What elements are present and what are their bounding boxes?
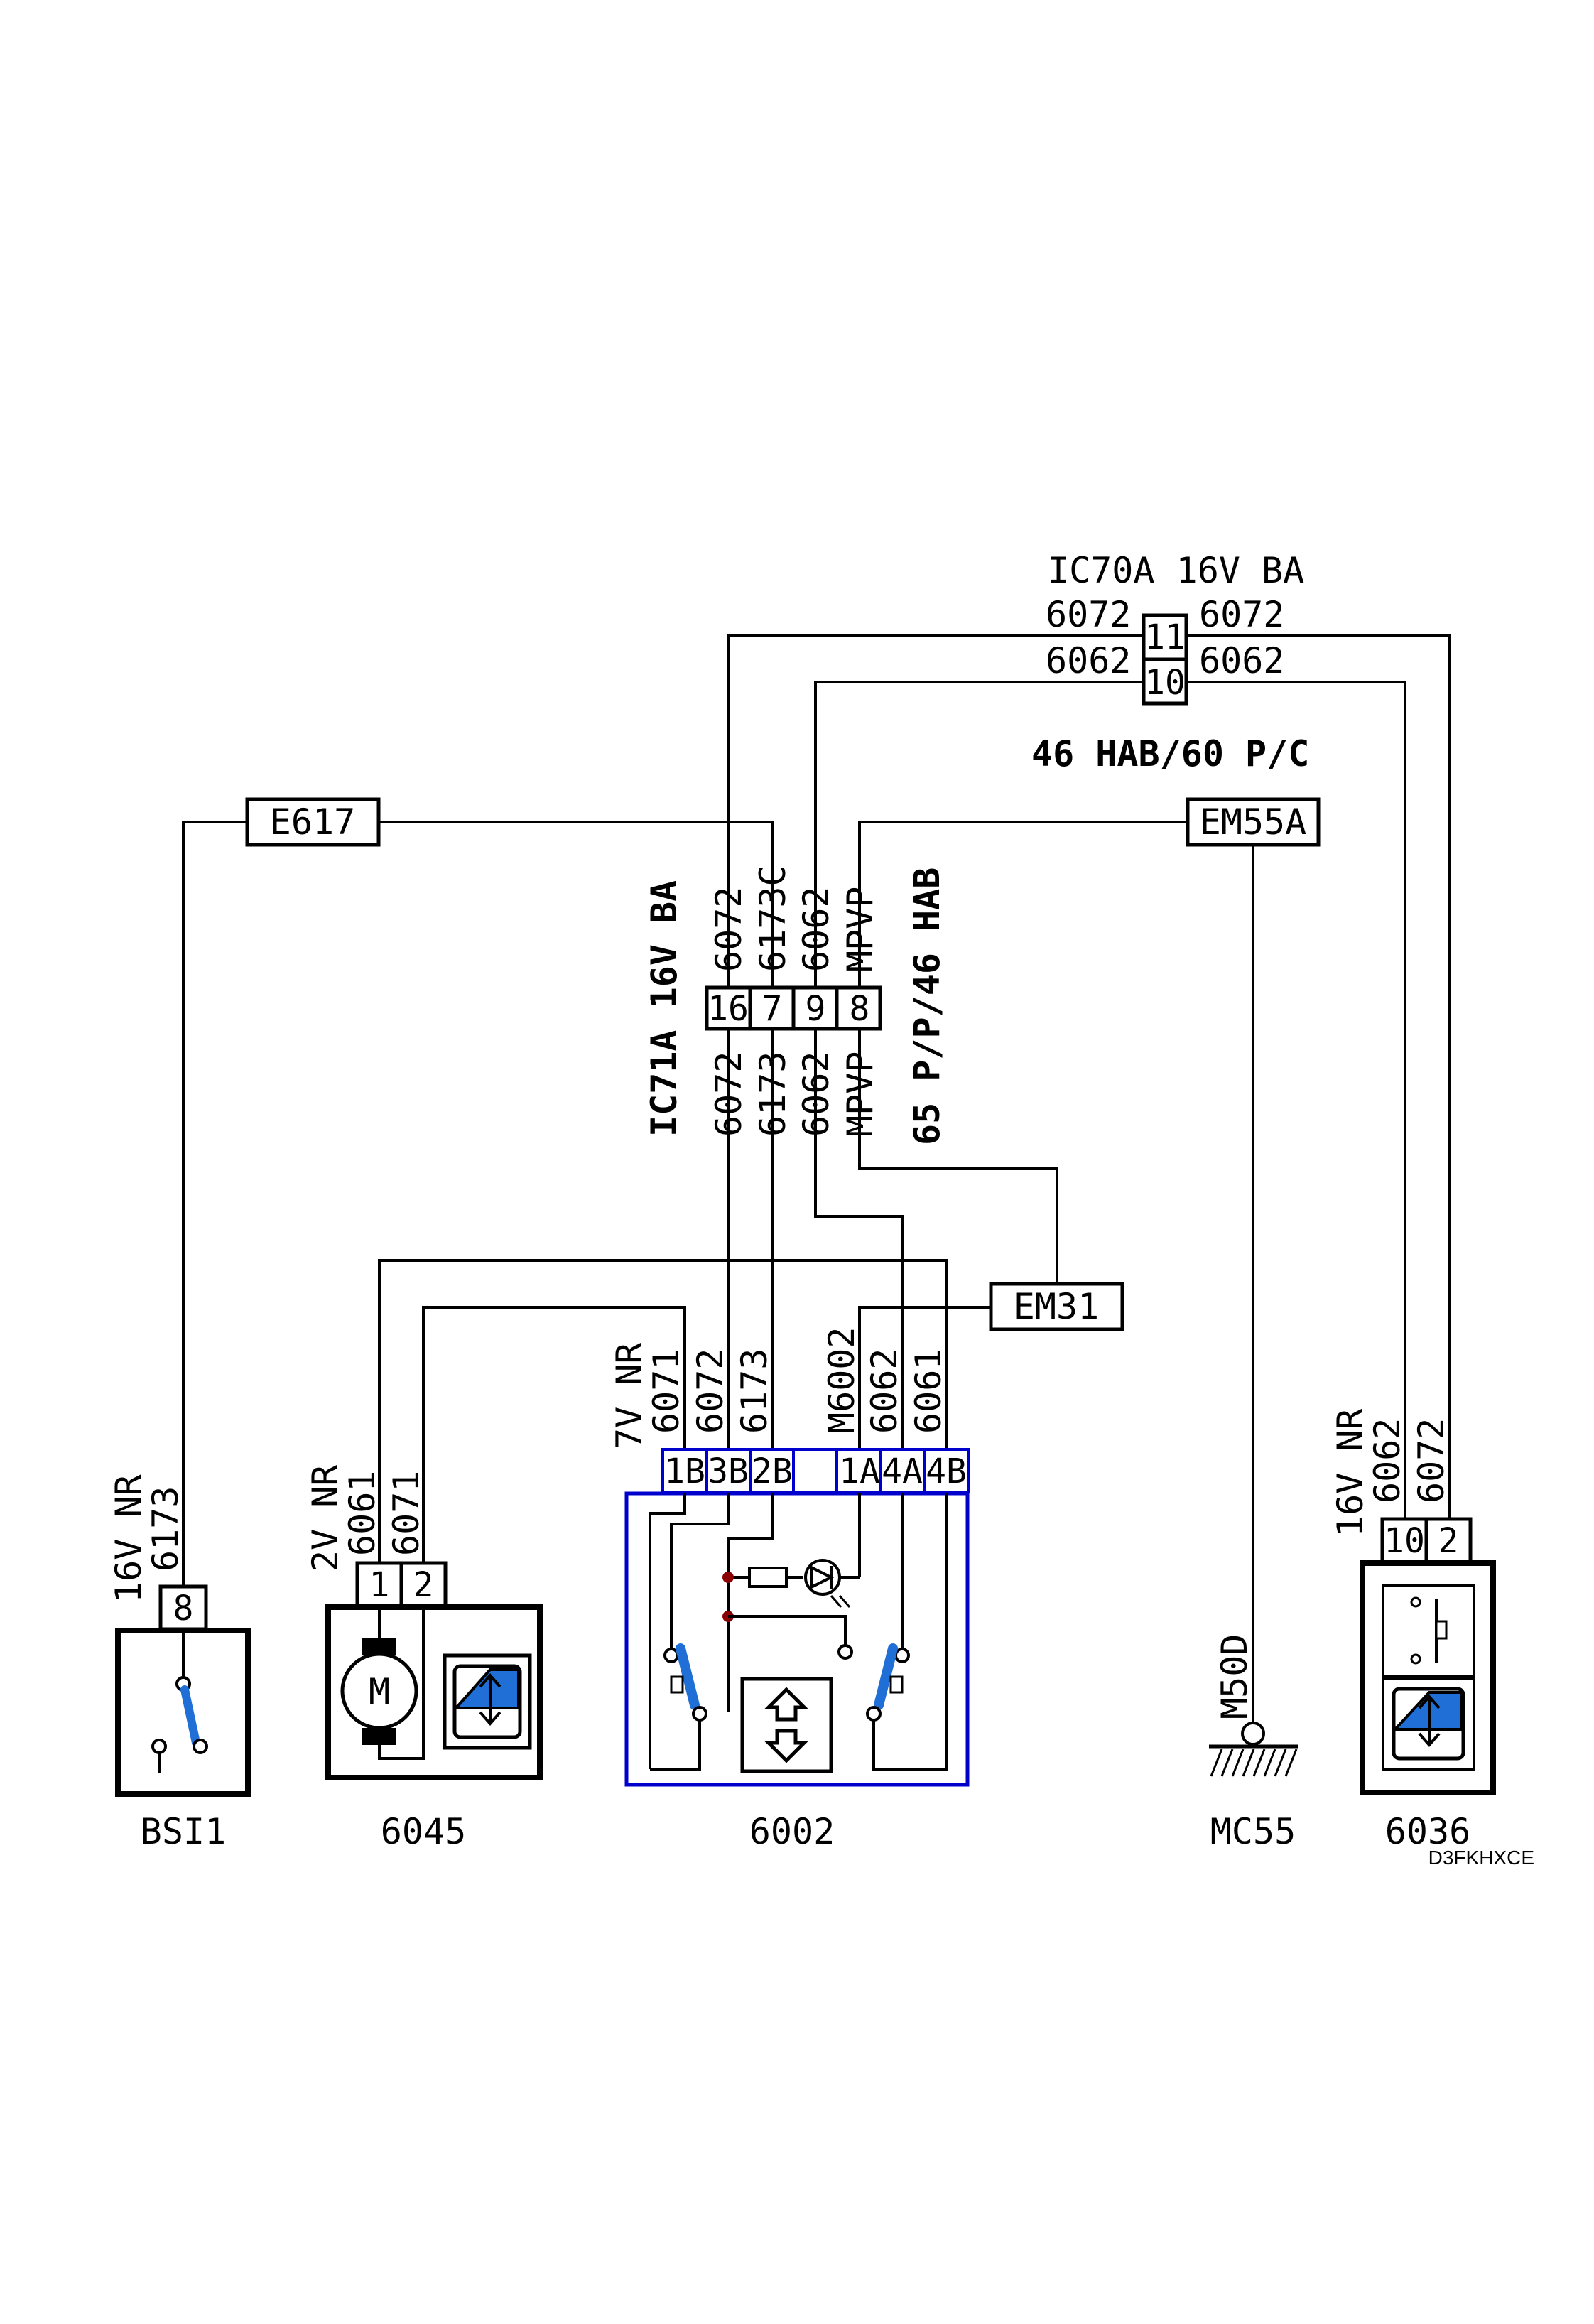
wire-6072-right [1186, 634, 1451, 1519]
c6002-body [624, 1491, 970, 1787]
c6045-wire-1: 6061 [342, 1471, 383, 1556]
splice-e617-label: E617 [270, 801, 355, 843]
ic71a-bottom-wire-4: MPVP [840, 1052, 881, 1137]
c6045-motor-label: M [369, 1671, 390, 1712]
component-bsi1: 16V NR 6173 8 BSI1 [108, 1474, 251, 1852]
resistor-icon [748, 1567, 788, 1588]
c6002-wire-left-1: 6071 [646, 1349, 687, 1434]
ic71a-pin-8: 8 [850, 989, 870, 1029]
wire-6072-top [727, 634, 1144, 988]
c6002-wire-left-2: 6072 [690, 1349, 731, 1434]
ic70a-left-wire-2: 6062 [1046, 640, 1131, 681]
rocker-right-icon [874, 1643, 898, 1710]
c6045-wire-2: 6071 [386, 1471, 427, 1556]
bsi1-pin-8: 8 [173, 1589, 194, 1628]
c6002-pin-1a: 1A [839, 1452, 880, 1491]
ic71a-bottom-wire-2: 6173 [752, 1052, 793, 1137]
ic70a-pin-box-11 [1142, 613, 1188, 661]
note-hab-pc: 46 HAB/60 P/C [1031, 733, 1309, 774]
c6002-wire-right-3: 6061 [908, 1349, 949, 1434]
c6036-pin-10: 10 [1384, 1521, 1425, 1561]
bsi1-wire: 6173 [145, 1486, 186, 1572]
c6045-pin-1: 1 [369, 1565, 390, 1605]
component-mc55: M50D MC55 [1209, 1634, 1298, 1852]
component-6002: 7V NR 6071 6072 6173 M6002 6062 6061 1B … [609, 1326, 970, 1852]
switch-blade-icon [180, 1685, 200, 1747]
c6002-pin-1b: 1B [664, 1452, 705, 1491]
c6045-name: 6045 [381, 1811, 466, 1852]
bsi1-header: 16V NR [108, 1474, 149, 1603]
mc55-name: MC55 [1210, 1811, 1296, 1852]
c6002-wire-right-1: M6002 [821, 1326, 862, 1434]
c6002-pin-4a: 4A [882, 1452, 923, 1491]
ic71a-top-wire-2: 6173C [752, 865, 793, 972]
splice-em31-label: EM31 [1014, 1286, 1099, 1327]
c6002-pin-3b: 3B [707, 1452, 749, 1491]
ic71a-bottom-wire-1: 6072 [708, 1052, 749, 1137]
c6002-name: 6002 [749, 1811, 835, 1852]
ic71a-pin-box-16 [705, 985, 752, 1031]
wire-6062-top [814, 681, 1144, 988]
ic70a-pin-box-10 [1142, 657, 1188, 706]
c6002-pin-4b: 4B [926, 1452, 967, 1491]
c6002-pin-2b: 2B [752, 1452, 793, 1491]
wire-6062-down [814, 1029, 904, 1449]
wires [182, 634, 1451, 1729]
ic70a-left-wire-1: 6072 [1046, 594, 1131, 635]
ic70a-pin-10: 10 [1144, 663, 1186, 703]
ic71a-pin-9: 9 [806, 989, 826, 1029]
wire-6173 [182, 821, 247, 1587]
c6002-wire-left-3: 6173 [734, 1349, 775, 1434]
c6036-pin-2: 2 [1438, 1521, 1459, 1561]
ic71a-top-wire-4: MPVP [840, 887, 881, 972]
rocker-left-icon [676, 1643, 700, 1710]
c6036-header: 16V NR [1330, 1407, 1371, 1537]
wire-6062-right [1186, 681, 1406, 1519]
c6002-pin-strip [661, 1448, 970, 1493]
arrow-down-icon [764, 1729, 809, 1763]
splice-em55a: EM55A [1186, 797, 1321, 847]
ic70a-right-wire-2: 6062 [1199, 640, 1284, 681]
ic70a-pin-11: 11 [1144, 617, 1186, 657]
wire-6061 [378, 1259, 948, 1563]
wire-mpvp-down [858, 1029, 1058, 1284]
wire-mpvp-top [858, 821, 1188, 988]
wire-6173c [379, 821, 774, 988]
bsi1-name: BSI1 [141, 1811, 226, 1852]
note-pp-hab: 65 P/P/46 HAB [906, 868, 948, 1145]
c6036-wire-1: 6062 [1367, 1418, 1408, 1503]
connector-ic71a-name: IC71A 16V BA [644, 880, 685, 1137]
connector-ic70a: IC70A 16V BA 6072 6062 6072 6062 11 10 [1046, 550, 1304, 706]
ic71a-pin-box-9 [791, 985, 839, 1031]
ic71a-pin-box-8 [835, 985, 882, 1031]
wire-6071 [422, 1306, 686, 1563]
c6036-module-icon [1382, 1584, 1475, 1678]
c6002-wire-right-2: 6062 [864, 1349, 905, 1434]
c6036-wire-2: 6072 [1411, 1418, 1452, 1503]
connector-ic70a-name: IC70A 16V BA [1048, 550, 1304, 591]
c6045-header: 2V NR [305, 1464, 346, 1572]
ic71a-top-wire-3: 6062 [796, 887, 837, 972]
ic71a-top-wire-1: 6072 [708, 887, 749, 972]
ic71a-pin-7: 7 [762, 989, 783, 1029]
mc55-wire: M50D [1214, 1634, 1255, 1719]
ground-point-icon [1241, 1722, 1265, 1746]
component-6045: 2V NR 6061 6071 1 2 M 6045 [305, 1464, 543, 1852]
splice-em31: EM31 [989, 1282, 1124, 1331]
ic71a-bottom-wire-3: 6062 [796, 1052, 837, 1137]
splice-em55a-label: EM55A [1200, 801, 1307, 843]
ic71a-pin-16: 16 [707, 989, 749, 1029]
ic70a-right-wire-1: 6072 [1199, 594, 1284, 635]
splice-e617: E617 [245, 797, 381, 847]
connector-ic71a: IC71A 16V BA 6072 6173C 6062 MPVP 16 7 9… [644, 865, 882, 1137]
c6036-name: 6036 [1385, 1811, 1470, 1852]
component-6036: 16V NR 6062 6072 10 2 6036 [1330, 1407, 1496, 1852]
arrow-up-icon [764, 1687, 809, 1722]
diagram-reference-code: D3FKHXCE [1428, 1847, 1534, 1869]
c6002-header-left: 7V NR [609, 1342, 650, 1449]
c6045-pin-2: 2 [413, 1565, 434, 1605]
